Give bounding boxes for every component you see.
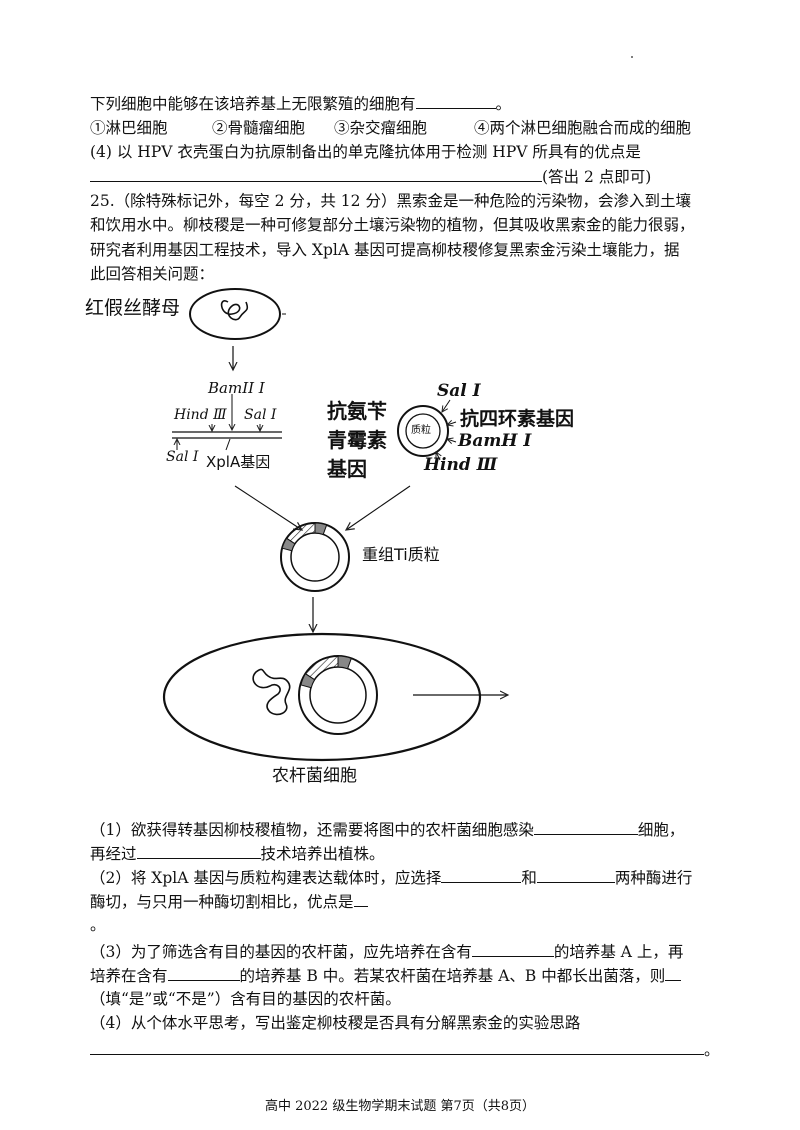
- plasmid-tet-arrow: [447, 422, 457, 425]
- plasmid-bamhi-label: BamH I: [458, 431, 532, 451]
- ampicillin-label-1: 抗氨苄: [327, 399, 387, 423]
- q24-options: ①淋巴细胞 ②骨髓瘤细胞 ③杂交瘤细胞 ④两个淋巴细胞融合而成的细胞: [90, 117, 691, 139]
- gene-engineering-diagram: 红假丝酵母 BamII I Hind Ⅲ Sal I Sal I XplA基因 …: [80, 284, 720, 804]
- q2-text-c: 两种酶进行: [614, 869, 693, 887]
- agro-cell-label: 农杆菌细胞: [272, 766, 357, 786]
- agro-marker-segment-1: [337, 655, 352, 670]
- q3-line3: （填“是”或“不是”）含有目的基因的农杆菌。: [90, 988, 401, 1010]
- q3-line2: 培养在含有 的培养基 B 中。若某农杆菌在培养基 A、B 中都长出菌落，则: [90, 964, 682, 987]
- diagram-svg: [162, 288, 720, 762]
- arrow-gene-to-recombinant: [234, 485, 302, 530]
- q2-text-d: 酶切，与只用一种酶切割相比，优点是: [90, 893, 354, 911]
- recombinant-marker-segment-1: [314, 522, 328, 536]
- q2-text-e: 。: [90, 916, 106, 934]
- q25-line2: 和饮用水中。柳枝稷是一种可修复部分土壤污染物的植物，但其吸收黑索金的能力很弱，: [90, 216, 695, 234]
- q3-text-c: 培养在含有: [90, 967, 168, 985]
- q3-blank-3[interactable]: [665, 964, 682, 981]
- q2-line3: 。: [90, 914, 106, 936]
- q3-text-d: 的培养基 B 中。若某农杆菌在培养基 A、B 中都长出菌落，则: [239, 967, 666, 985]
- q4-line1: （4）从个体水平思考，写出鉴定柳枝稷是否具有分解黑索金的实验思路: [90, 1012, 580, 1034]
- q3-text-a: （3）为了筛选含有目的基因的农杆菌，应先培养在含有: [90, 943, 472, 961]
- q24-part4-answer-line: (答出 2 点即可): [90, 165, 651, 188]
- q24-option-4: ④两个淋巴细胞融合而成的细胞: [474, 119, 692, 137]
- ampicillin-label-3: 基因: [327, 457, 367, 481]
- q1-line2: 再经过 技术培养出植株。: [90, 842, 385, 865]
- plasmid-sali-arrow: [442, 399, 451, 412]
- q24-part4-text: (4) 以 HPV 衣壳蛋白为抗原制备出的单克隆抗体用于检测 HPV 所具有的优…: [90, 143, 641, 161]
- q2-text-b: 和: [521, 869, 537, 887]
- plasmid-inner: [405, 413, 441, 449]
- sali-right-label: Sal I: [244, 407, 277, 423]
- source-label: 红假丝酵母: [85, 297, 181, 319]
- q4-blank[interactable]: [90, 1038, 704, 1055]
- q3-text-e: （填“是”或“不是”）含有目的基因的农杆菌。: [90, 990, 401, 1008]
- recombinant-marker-segment-2: [281, 537, 296, 552]
- page-footer: 高中 2022 级生物学期末试题 第7页（共8页）: [264, 1099, 536, 1114]
- q2-blank-2[interactable]: [536, 866, 615, 883]
- q3-line1: （3）为了筛选含有目的基因的农杆菌，应先培养在含有 的培养基 A 上，再: [90, 940, 683, 963]
- q2-blank-1[interactable]: [441, 866, 522, 883]
- q25-line3: 研究者利用基因工程技术，导入 XplA 基因可提高柳枝稷修复黑索金污染土壤能力，…: [90, 241, 680, 259]
- plasmid-hindiii-label: Hind Ⅲ: [424, 455, 498, 475]
- q4-text-a: （4）从个体水平思考，写出鉴定柳枝稷是否具有分解黑索金的实验思路: [90, 1014, 581, 1032]
- agro-cell-outline: [162, 632, 482, 762]
- q3-blank-2[interactable]: [167, 964, 240, 981]
- sali-bottom-label: Sal I: [166, 449, 199, 465]
- hindiii-left-label: Hind Ⅲ: [174, 407, 227, 423]
- q1-line1: （1）欲获得转基因柳枝稷植物，还需要将图中的农杆菌细胞感染 细胞，: [90, 818, 684, 841]
- q3-text-b: 的培养基 A 上，再: [553, 943, 684, 961]
- q24-intro-line: 下列细胞中能够在该培养基上无限繁殖的细胞有 。: [90, 92, 511, 115]
- q4-line2: 。: [90, 1038, 720, 1061]
- q25-header: 25.（除特殊标记外，每空 2 分，共 12 分）黑索金是一种危险的污染物，会渗…: [90, 192, 691, 210]
- plasmid-hindiii-arrow: [436, 452, 440, 461]
- q1-text-a: （1）欲获得转基因柳枝稷植物，还需要将图中的农杆菌细胞感染: [90, 821, 534, 839]
- q2-line1: （2）将 XplA 基因与质粒构建表达载体时，应选择 和 两种酶进行: [90, 866, 692, 889]
- q3-blank-1[interactable]: [471, 940, 554, 957]
- q1-blank-1[interactable]: [533, 818, 638, 835]
- yeast-cell-outline: [189, 288, 281, 340]
- q24-period: 。: [495, 95, 512, 113]
- q24-intro-text: 下列细胞中能够在该培养基上无限繁殖的细胞有: [90, 95, 416, 113]
- recombinant-label: 重组Ti质粒: [362, 545, 440, 564]
- plasmid-bamhi-arrow: [447, 439, 457, 442]
- q24-answer-blank[interactable]: [415, 92, 496, 109]
- q24-option-1: ①淋巴细胞: [90, 119, 168, 137]
- arrow-plasmid-to-recombinant: [346, 485, 411, 530]
- gene-pointer: [225, 438, 231, 451]
- q2-line2: 酶切，与只用一种酶切割相比，优点是: [90, 890, 368, 913]
- q4-end-period: 。: [704, 1041, 720, 1059]
- agro-marker-segment-2: [300, 673, 316, 689]
- page-speck: [631, 56, 633, 58]
- q24-option-2: ②骨髓瘤细胞: [212, 119, 306, 137]
- plasmid-outer: [397, 405, 449, 457]
- q2-text-a: （2）将 XplA 基因与质粒构建表达载体时，应选择: [90, 869, 442, 887]
- q1-blank-2[interactable]: [136, 842, 261, 859]
- agro-insert-segment: [304, 655, 339, 681]
- agro-chromosome: [252, 668, 291, 716]
- q24-part4-line: (4) 以 HPV 衣壳蛋白为抗原制备出的单克隆抗体用于检测 HPV 所具有的优…: [90, 141, 641, 163]
- plasmid-inner-label: 质粒: [411, 425, 431, 436]
- q25-line4: 此回答相关问题：: [90, 265, 215, 283]
- bamhi-top-label: BamII I: [208, 379, 265, 397]
- plasmid-sali-label: Sal I: [437, 381, 481, 401]
- ampicillin-label-2: 青霉素: [327, 428, 387, 452]
- q1-text-d: 技术培养出植株。: [260, 845, 385, 863]
- yeast-dna-squiggle: [220, 300, 249, 321]
- q2-blank-3[interactable]: [353, 890, 368, 907]
- q1-text-b: 细胞，: [637, 821, 685, 839]
- q24-part4-blank[interactable]: [90, 165, 542, 182]
- q1-text-c: 再经过: [90, 845, 137, 863]
- gene-label: XplA基因: [206, 453, 271, 471]
- tetracycline-gene-label: 抗四环素基因: [460, 408, 575, 430]
- q24-part4-note: (答出 2 点即可): [542, 168, 652, 186]
- q24-option-3: ③杂交瘤细胞: [334, 119, 428, 137]
